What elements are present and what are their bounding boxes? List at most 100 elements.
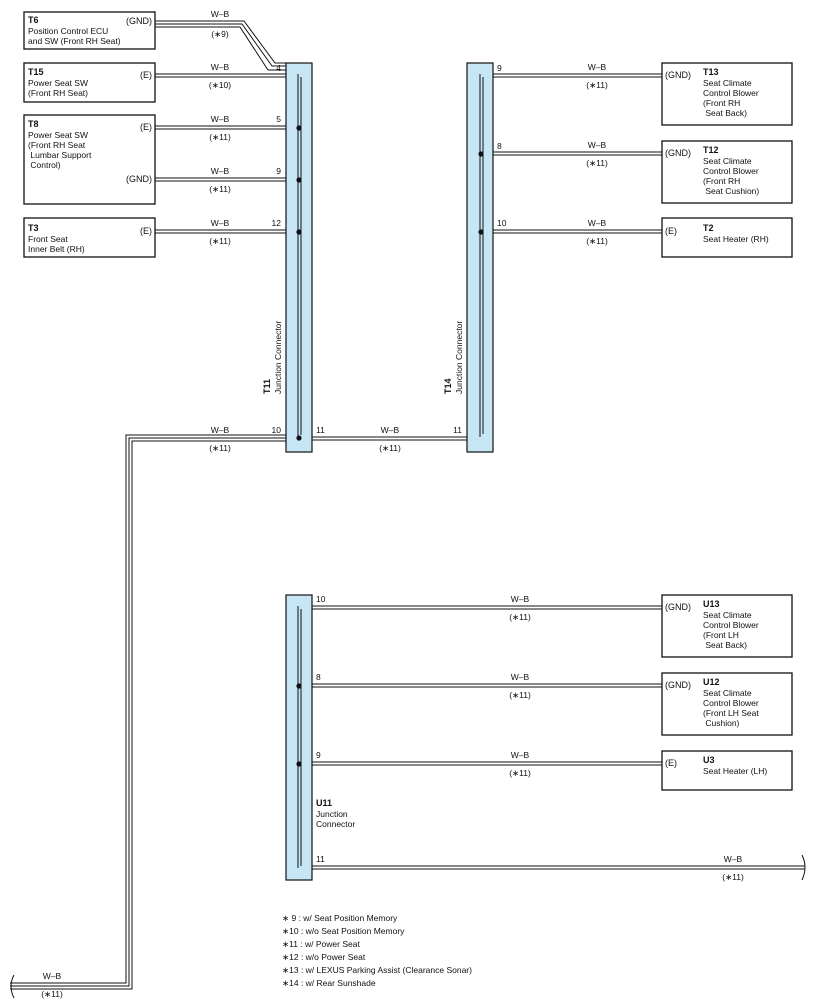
component-t6-terminal: (GND) — [126, 16, 152, 26]
component-t13-terminal: (GND) — [665, 70, 691, 80]
wire-note-t8-gnd: (∗11) — [209, 184, 231, 194]
dot-u11-8 — [296, 683, 302, 689]
wire-t13 — [480, 73, 662, 78]
component-t8-name-1: Power Seat SW — [28, 130, 88, 140]
component-u13-code: U13 — [703, 599, 720, 609]
bus-u11 — [297, 606, 302, 868]
component-t12-box — [661, 140, 793, 204]
component-u3-name-1: Seat Heater (LH) — [703, 766, 767, 776]
wire-t3 — [155, 229, 298, 234]
component-t8-terminal-gnd: (GND) — [126, 174, 152, 184]
component-t2-name-1: Seat Heater (RH) — [703, 234, 769, 244]
pin-t11-5: 5 — [276, 114, 281, 124]
component-t6-name-2: and SW (Front RH Seat) — [28, 36, 121, 46]
component-u13-name-4: Seat Back) — [703, 640, 747, 650]
note-10: ∗10 : w/o Seat Position Memory — [282, 926, 405, 936]
pin-t14-8: 8 — [497, 141, 502, 151]
component-u3-terminal: (E) — [665, 758, 677, 768]
junction-u11-name-1: Junction — [316, 809, 348, 819]
dot-t11-10 — [296, 435, 302, 441]
wire-note-t11-left: (∗11) — [209, 443, 231, 453]
component-t12-name-1: Seat Climate — [703, 156, 752, 166]
dot-t11-12 — [296, 229, 302, 235]
wire-color-bottom-left: W–B — [43, 971, 62, 981]
wire-u13 — [298, 605, 662, 610]
dot-t11-5 — [296, 125, 302, 131]
component-u12-name-2: Control Blower — [703, 698, 759, 708]
junction-u11-body — [285, 594, 313, 881]
wire-note-u13: (∗11) — [509, 612, 531, 622]
pin-t14-9: 9 — [497, 63, 502, 73]
break-mark-left — [10, 974, 15, 999]
component-t12-terminal: (GND) — [665, 148, 691, 158]
wire-note-t6: (∗9) — [211, 29, 229, 39]
wire-color-t11-t14: W–B — [381, 425, 400, 435]
pin-t11-10: 10 — [272, 425, 282, 435]
wire-color-u11-out: W–B — [724, 854, 743, 864]
pin-t14-10: 10 — [497, 218, 507, 228]
wire-color-u3: W–B — [511, 750, 530, 760]
wire-color-t2: W–B — [588, 218, 607, 228]
component-t6-name-1: Position Control ECU — [28, 26, 108, 36]
wire-u11-out — [298, 865, 805, 870]
wire-t6-b — [155, 23, 288, 67]
component-t15-terminal: (E) — [140, 70, 152, 80]
wire-t15 — [155, 73, 298, 78]
junction-t14-name: Junction Connector — [454, 321, 464, 394]
component-u13-box — [661, 594, 793, 658]
wire-u12 — [298, 683, 662, 688]
component-t6-code: T6 — [28, 15, 39, 25]
component-u13-name-2: Control Blower — [703, 620, 759, 630]
component-t13-code: T13 — [703, 67, 719, 77]
dot-t11-9 — [296, 177, 302, 183]
wire-color-u13: W–B — [511, 594, 530, 604]
junction-t11-body — [285, 62, 313, 453]
wire-note-t15: (∗10) — [209, 80, 231, 90]
component-t2-code: T2 — [703, 223, 714, 233]
wire-t11-left-b — [10, 437, 298, 987]
component-t8-name-4: Control) — [28, 160, 61, 170]
bus-t11 — [297, 74, 302, 438]
pin-u11-10: 10 — [316, 594, 326, 604]
pin-u11-11: 11 — [316, 854, 325, 864]
component-t3-name-2: Inner Belt (RH) — [28, 244, 85, 254]
dot-t14-8 — [478, 151, 484, 157]
wire-t11-t14 — [312, 436, 478, 441]
component-t15-name-1: Power Seat SW — [28, 78, 88, 88]
pin-t11-9: 9 — [276, 166, 281, 176]
pin-t11-12: 12 — [272, 218, 282, 228]
wire-note-t8-e: (∗11) — [209, 132, 231, 142]
component-u13-terminal: (GND) — [665, 602, 691, 612]
wire-t8-e — [155, 125, 298, 130]
wire-t11-left — [10, 434, 298, 984]
component-t13-name-2: Control Blower — [703, 88, 759, 98]
wire-note-t3: (∗11) — [209, 236, 231, 246]
wire-note-u3: (∗11) — [509, 768, 531, 778]
wire-t12 — [480, 151, 662, 156]
component-u12-name-4: Cushion) — [703, 718, 740, 728]
component-t13-name-1: Seat Climate — [703, 78, 752, 88]
component-t3-terminal: (E) — [140, 226, 152, 236]
dot-t14-10 — [478, 229, 484, 235]
wire-note-bottom-left: (∗11) — [41, 989, 63, 999]
component-t12-name-4: Seat Cushion) — [703, 186, 759, 196]
wire-t6-c — [155, 26, 288, 71]
wire-color-t13: W–B — [588, 62, 607, 72]
component-t2-box — [661, 217, 793, 258]
wire-t11-left-c — [10, 440, 298, 990]
break-mark-right — [801, 854, 806, 881]
wire-color-t3: W–B — [211, 218, 230, 228]
component-t3-code: T3 — [28, 223, 39, 233]
component-t6-box — [23, 11, 156, 50]
note-12: ∗12 : w/o Power Seat — [282, 952, 366, 962]
component-t13-name-3: (Front RH — [703, 98, 740, 108]
junction-t11-name: Junction Connector — [273, 321, 283, 394]
wire-color-t6: W–B — [211, 9, 230, 19]
pin-t14-11: 11 — [453, 425, 462, 435]
pin-u11-8: 8 — [316, 672, 321, 682]
component-u13-name-1: Seat Climate — [703, 610, 752, 620]
component-t8-name-3: Lumbar Support — [28, 150, 92, 160]
wire-note-t2: (∗11) — [586, 236, 608, 246]
component-t8-box — [23, 114, 156, 205]
